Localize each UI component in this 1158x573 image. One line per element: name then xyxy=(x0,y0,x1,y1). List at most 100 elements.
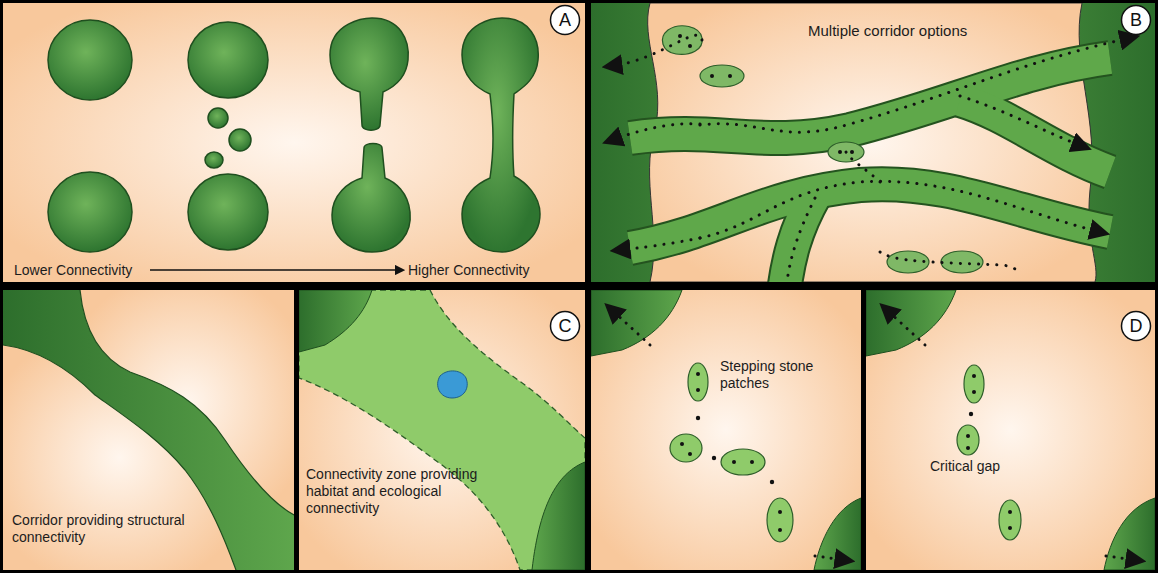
panel-b xyxy=(838,150,842,154)
panel-b xyxy=(960,100,1110,172)
panel-d-stones xyxy=(732,460,736,464)
corridor xyxy=(630,58,1110,282)
panel-b xyxy=(591,3,1155,282)
panel-b xyxy=(700,38,1130,132)
panel-label: Stepping stone patches xyxy=(720,358,830,392)
panel-d-stones xyxy=(721,449,765,475)
movement-path xyxy=(887,310,1136,560)
panel-b xyxy=(700,181,1100,238)
panel-letter-text: D xyxy=(1120,310,1152,342)
panel-b xyxy=(960,96,1082,146)
habitat-patch xyxy=(866,290,956,356)
panel-b xyxy=(612,124,700,140)
panel-d-stones xyxy=(778,510,782,514)
panel-b xyxy=(846,152,880,182)
panel-a xyxy=(188,174,268,250)
panel-d-gap xyxy=(1008,526,1012,530)
habitat-patch xyxy=(48,18,540,252)
panel-a xyxy=(188,22,268,98)
panel-d-stones xyxy=(612,310,650,345)
panel-d-stones xyxy=(680,442,684,446)
panel-letter-text: B xyxy=(1120,4,1152,36)
panel-d-stones xyxy=(770,480,774,484)
panel-b xyxy=(688,44,692,48)
panel-b xyxy=(728,74,732,78)
axis-label: Higher Connectivity xyxy=(408,262,529,279)
panel-d-gap xyxy=(1106,556,1136,560)
panel-a xyxy=(332,144,410,253)
panel-d-gap xyxy=(966,434,970,438)
panel-d-stones xyxy=(688,363,708,401)
edge-line xyxy=(3,290,294,570)
panel-letter: A xyxy=(549,4,581,36)
panel-letter-text: C xyxy=(549,310,581,342)
panel-letter: B xyxy=(1120,4,1152,36)
habitat-patch xyxy=(814,498,861,570)
panel-d-gap xyxy=(957,425,979,455)
habitat-patch xyxy=(532,462,585,570)
panel-c-zone xyxy=(299,290,585,570)
panel-d-gap xyxy=(999,500,1021,540)
panel-b xyxy=(784,195,815,282)
panel-d-stones xyxy=(815,556,845,560)
panel-b xyxy=(710,74,714,78)
panel-d-gap xyxy=(969,412,973,416)
panel-label: Multiple corridor options xyxy=(808,22,967,40)
panel-c-corridor xyxy=(3,290,294,570)
panel-d-stones xyxy=(712,456,716,460)
panel-b xyxy=(941,251,983,273)
panel-d-gap xyxy=(972,374,976,378)
panel-b xyxy=(678,34,682,38)
panel-letter: D xyxy=(1120,310,1152,342)
panel-a xyxy=(208,108,228,128)
panel-d-stones xyxy=(670,434,702,462)
panel-d-stones xyxy=(696,372,700,376)
movement-dot xyxy=(680,372,782,532)
patch-dot xyxy=(678,34,854,154)
panel-a xyxy=(205,152,223,168)
panel-b xyxy=(960,100,1110,172)
panel-b xyxy=(850,150,854,154)
panel-a xyxy=(330,18,408,130)
panel-a xyxy=(462,18,540,252)
panel-c-corridor xyxy=(3,290,294,570)
panel-d-stones xyxy=(696,416,700,420)
panel-c-corridor xyxy=(3,345,236,570)
panel-b xyxy=(787,198,815,282)
panel-d-gap xyxy=(966,446,970,450)
panel-a xyxy=(3,3,585,282)
stepping-stone xyxy=(662,26,983,273)
panel-b xyxy=(612,35,702,66)
gradient-arrow xyxy=(150,269,400,271)
panel-b xyxy=(700,65,744,87)
axis-label: Lower Connectivity xyxy=(14,262,132,279)
panel-label: Connectivity zone providing habitat and … xyxy=(306,466,496,516)
panel-a xyxy=(48,172,132,252)
panel-d-gap xyxy=(887,310,925,345)
panel-letter: C xyxy=(549,310,581,342)
panel-d-stones xyxy=(767,498,793,542)
movement-path xyxy=(612,35,1130,282)
panel-d-stones xyxy=(778,528,782,532)
open-land xyxy=(3,345,236,570)
panel-b xyxy=(662,26,702,55)
habitat-patch xyxy=(1104,498,1155,570)
panel-label: Critical gap xyxy=(930,458,1000,475)
movement-path xyxy=(612,310,845,560)
habitat-patch xyxy=(299,290,372,352)
panel-d-stones xyxy=(591,290,861,570)
habitat-patch xyxy=(591,290,682,356)
panel-a xyxy=(48,20,132,100)
panel-c-zone xyxy=(299,290,585,570)
panel-a xyxy=(229,129,251,151)
panel-d-stones xyxy=(750,460,754,464)
panel-b xyxy=(880,252,1022,272)
panel-d-gap xyxy=(866,290,1155,570)
pond xyxy=(438,371,468,398)
panel-d-stones xyxy=(696,388,700,392)
corridor-outline xyxy=(630,58,1110,282)
panel-d-gap xyxy=(964,365,984,403)
panel-b xyxy=(630,184,1110,248)
panel-d-stones xyxy=(688,452,692,456)
panel-b xyxy=(620,238,700,250)
